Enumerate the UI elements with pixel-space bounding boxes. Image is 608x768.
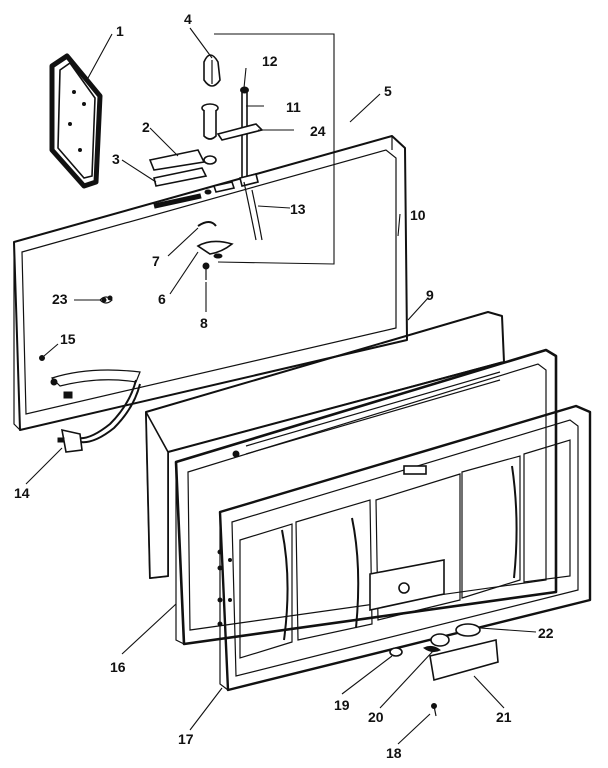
- callout-20: 20: [368, 709, 384, 725]
- callout-8: 8: [200, 315, 208, 331]
- callout-13: 13: [290, 201, 306, 217]
- part-13-cable: [243, 181, 263, 241]
- callout-11: 11: [286, 99, 301, 115]
- callout-12: 12: [262, 53, 278, 69]
- callout-5: 5: [384, 83, 392, 99]
- callouts: 1 4 12 11 24 2 3 5 13 10 7 6 8 23 15 14 …: [14, 11, 554, 761]
- callout-21: 21: [496, 709, 512, 725]
- callout-15: 15: [60, 331, 76, 347]
- part-24-bracket: [216, 123, 264, 141]
- part-23-connector: [99, 295, 113, 304]
- part-2-strip: [148, 149, 206, 171]
- callout-6: 6: [158, 291, 166, 307]
- callout-4: 4: [184, 11, 192, 27]
- part-22-bulb: [455, 623, 481, 637]
- callout-19: 19: [334, 697, 350, 713]
- callout-14: 14: [14, 485, 30, 501]
- callout-3: 3: [112, 151, 120, 167]
- part-15-screw: [39, 355, 45, 361]
- part-6-latch-handle: [196, 240, 234, 259]
- part-21-light-housing: [429, 639, 499, 682]
- callout-22: 22: [538, 625, 554, 641]
- part-18-screw: [431, 703, 437, 717]
- leader-lines: [25, 27, 537, 745]
- part-9-liner-panel: [145, 311, 505, 579]
- reference-bracket: [214, 33, 335, 265]
- callout-18: 18: [386, 745, 402, 761]
- part-4-lock-cylinder: [203, 54, 221, 87]
- callout-9: 9: [426, 287, 434, 303]
- part-17-inner-door-liner: [218, 404, 592, 692]
- callout-1: 1: [116, 23, 124, 39]
- part-1-cover-plate: [49, 53, 103, 189]
- part-19-clip: [389, 647, 403, 657]
- callout-16: 16: [110, 659, 126, 675]
- callout-24: 24: [310, 123, 326, 139]
- callout-23: 23: [52, 291, 68, 307]
- part-14-power-cord: [57, 379, 141, 453]
- part-7-clip: [197, 221, 217, 227]
- callout-10: 10: [410, 207, 426, 223]
- callout-7: 7: [152, 253, 160, 269]
- part-8-screw: [202, 262, 210, 280]
- part-5-lid-frame: [13, 135, 408, 431]
- callout-2: 2: [142, 119, 150, 135]
- part-16-gasket-frame: [174, 348, 558, 646]
- callout-17: 17: [178, 731, 194, 747]
- part-20-switch: [423, 633, 450, 653]
- part-3-strip: [153, 167, 208, 187]
- part-lock-bushing: [201, 103, 219, 165]
